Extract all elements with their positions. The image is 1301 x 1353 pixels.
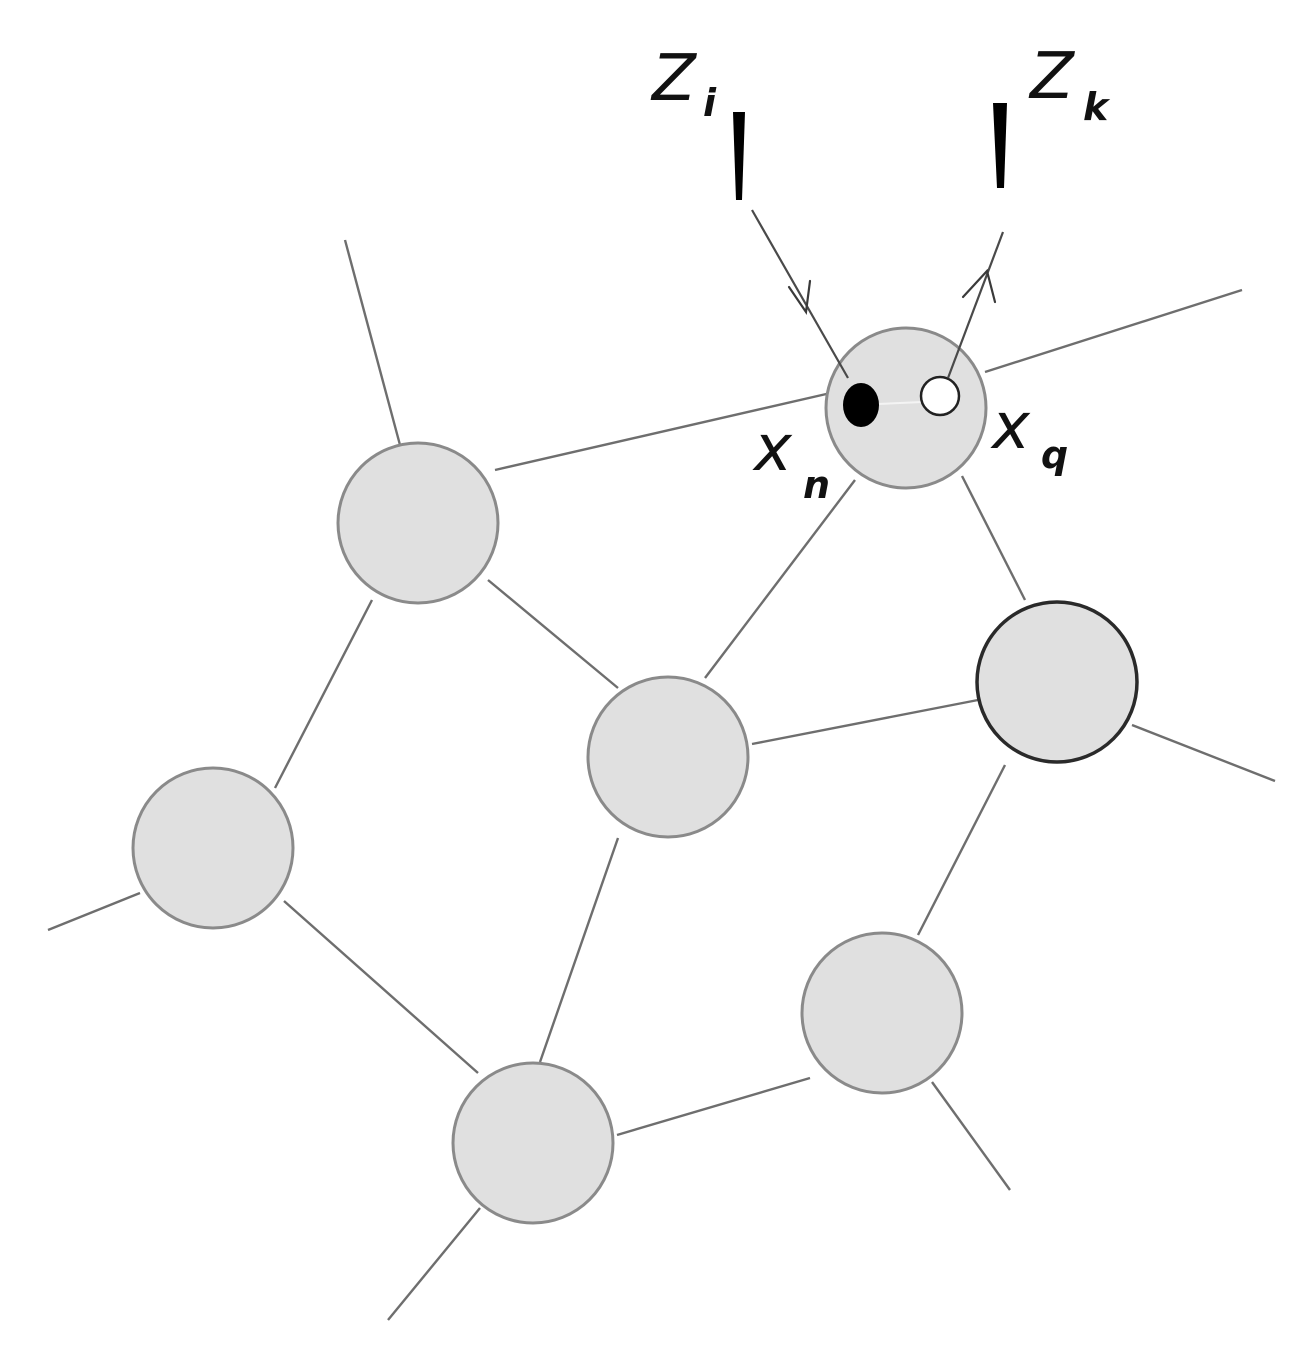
- internal-path: [877, 401, 923, 405]
- label-xn-main: x: [752, 412, 793, 486]
- label-zk: Z k: [1028, 40, 1111, 129]
- node-right-highlighted: [975, 600, 1139, 764]
- exit-point-xq: [919, 375, 961, 417]
- node-lower-right: [800, 931, 964, 1095]
- edge-top-left-stub: [343, 239, 402, 446]
- label-zi-sub: i: [703, 81, 717, 125]
- edge-n4-left-stub: [47, 891, 141, 932]
- edge-n3-n5: [751, 698, 979, 746]
- node-upper-left: [336, 441, 500, 605]
- label-zi: Z i: [650, 42, 717, 125]
- label-xn-sub: n: [803, 463, 830, 507]
- edge-n2-n3: [704, 479, 856, 679]
- edge-n5-n6: [916, 764, 1007, 936]
- edge-n4-n7: [283, 900, 479, 1074]
- entry-point-xn: [843, 383, 879, 427]
- incoming-ray: [751, 209, 849, 379]
- network-nodes: [131, 326, 1139, 1225]
- sensor-wedge-icon: [733, 112, 745, 200]
- node-top-right: [824, 326, 988, 490]
- edge-n1-n2: [494, 390, 836, 472]
- network-edges: [47, 239, 1276, 1321]
- edge-n1-n3: [487, 579, 619, 689]
- edge-n7-bottom-stub: [387, 1207, 481, 1321]
- edge-n1-n4: [273, 599, 374, 789]
- outgoing-ray: [946, 231, 1005, 379]
- label-xq-sub: q: [1041, 433, 1068, 477]
- label-zk-main: Z: [1028, 40, 1075, 114]
- arrow-up-icon: [961, 268, 997, 304]
- label-zk-sub: k: [1083, 85, 1111, 129]
- label-xq: x q: [990, 390, 1068, 477]
- edge-n3-n7: [538, 837, 620, 1063]
- sensor-wedge-icon: [993, 103, 1007, 188]
- node-center: [586, 675, 750, 839]
- node-bottom: [451, 1061, 615, 1225]
- edge-n2-right-stub: [984, 288, 1243, 374]
- edge-n7-n6: [616, 1076, 811, 1137]
- label-xn: x n: [752, 412, 830, 507]
- label-zi-main: Z: [650, 42, 697, 116]
- label-xq-main: x: [990, 390, 1031, 464]
- edge-n5-right-stub: [1131, 723, 1276, 783]
- arrow-down-icon: [787, 279, 812, 316]
- node-left: [131, 766, 295, 930]
- edge-n2-n5: [960, 475, 1027, 601]
- edge-n6-bottom-stub: [931, 1081, 1011, 1191]
